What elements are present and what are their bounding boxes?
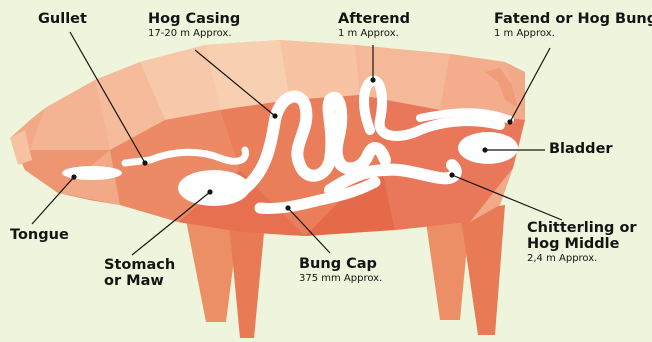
- hog-casing-length: 17-20 m Approx.: [148, 28, 240, 39]
- afterend-label: Afterend 1 m Approx.: [338, 11, 410, 39]
- chitterling-title-line1: Chitterling or: [527, 220, 637, 236]
- body-facet: [205, 40, 290, 110]
- bladder-organ: [458, 132, 518, 164]
- bung-cap-marker: [285, 205, 290, 210]
- tongue-marker: [71, 174, 76, 179]
- stomach-marker: [207, 189, 212, 194]
- bung-cap-title: Bung Cap: [299, 256, 382, 272]
- fatend-marker: [507, 119, 512, 124]
- hog-casing-title: Hog Casing: [148, 11, 240, 27]
- chitterling-title-line2: Hog Middle: [527, 236, 637, 252]
- tongue-title: Tongue: [10, 227, 69, 243]
- afterend-marker: [370, 77, 375, 82]
- stomach-title-line1: Stomach: [104, 257, 175, 273]
- bladder-label: Bladder: [549, 141, 613, 157]
- hind-leg-right: [460, 205, 505, 335]
- bladder-marker: [482, 147, 487, 152]
- chitterling-label: Chitterling or Hog Middle 2,4 m Approx.: [527, 220, 637, 265]
- stomach-label: Stomach or Maw: [104, 257, 175, 289]
- gullet-marker: [142, 160, 147, 165]
- stomach-title-line2: or Maw: [104, 273, 175, 289]
- hog-casing-label: Hog Casing 17-20 m Approx.: [148, 11, 240, 39]
- tongue-organ: [62, 166, 122, 180]
- bladder-title: Bladder: [549, 141, 613, 157]
- bung-cap-length: 375 mm Approx.: [299, 273, 382, 284]
- afterend-length: 1 m Approx.: [338, 28, 410, 39]
- gullet-title: Gullet: [38, 11, 87, 27]
- afterend-title: Afterend: [338, 11, 410, 27]
- chitterling-length: 2,4 m Approx.: [527, 253, 637, 264]
- fatend-title: Fatend or Hog Bung: [494, 11, 652, 27]
- fatend-label: Fatend or Hog Bung 1 m Approx.: [494, 11, 652, 39]
- gullet-label: Gullet: [38, 11, 87, 27]
- fatend-length: 1 m Approx.: [494, 28, 652, 39]
- tongue-label: Tongue: [10, 227, 69, 243]
- bung-cap-label: Bung Cap 375 mm Approx.: [299, 256, 382, 284]
- hog-casing-marker: [272, 113, 277, 118]
- chitterling-marker: [449, 172, 454, 177]
